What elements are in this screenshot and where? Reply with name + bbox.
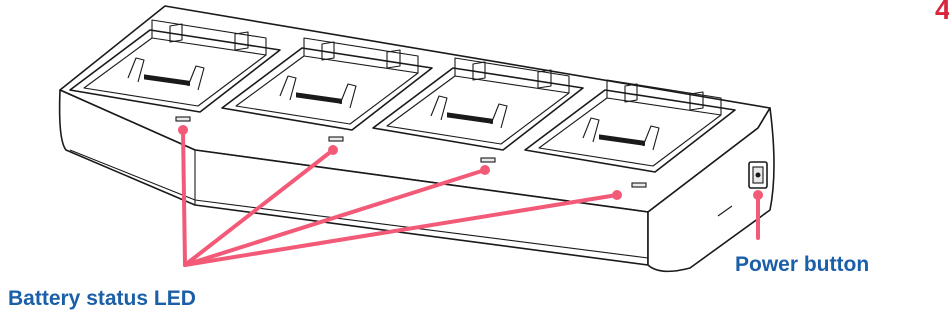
led-callout-line	[183, 168, 487, 267]
battery-led-icon	[175, 116, 191, 122]
led-callout-line	[183, 148, 335, 267]
battery-led-group	[175, 116, 647, 188]
battery-led-icon	[631, 182, 647, 188]
battery-led-icon	[328, 136, 344, 142]
led-callout-dot	[178, 125, 188, 135]
power-button-label: Power button	[735, 253, 870, 276]
charging-slot	[69, 19, 281, 113]
charging-slot	[372, 57, 584, 151]
led-callout-dot	[612, 190, 622, 200]
power-callout-dot	[753, 190, 763, 200]
led-callout-dot	[328, 145, 338, 155]
led-callout-dot	[480, 165, 490, 175]
led-callout-line	[181, 128, 187, 267]
charging-slots	[69, 19, 736, 173]
charging-slot	[524, 79, 736, 173]
charging-slot	[221, 37, 433, 131]
power-switch-icon	[748, 161, 768, 189]
battery-status-led-label: Battery status LED	[8, 287, 196, 310]
callout-lines	[178, 125, 763, 267]
led-callout-line	[183, 193, 619, 267]
page-number: 4	[935, 0, 949, 25]
battery-led-icon	[480, 157, 496, 163]
